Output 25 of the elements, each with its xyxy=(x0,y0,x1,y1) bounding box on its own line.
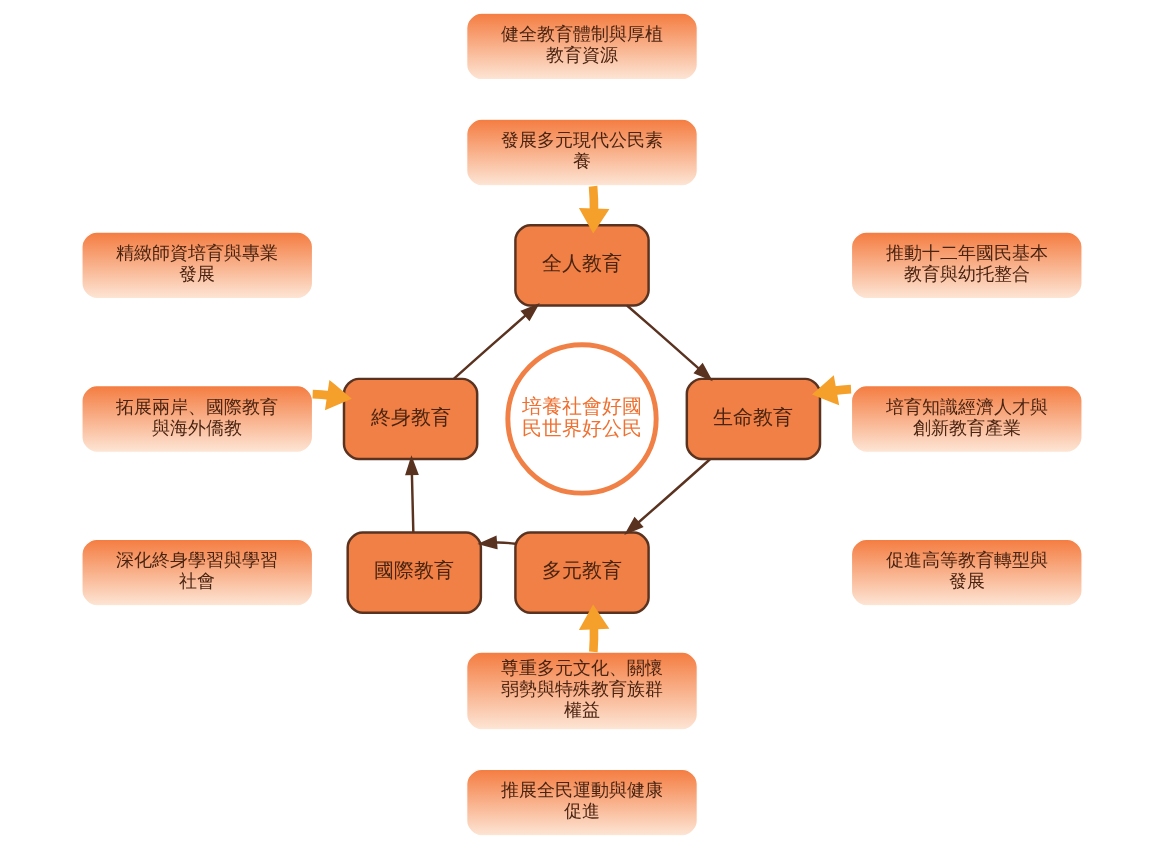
arrow xyxy=(476,535,516,550)
arrow xyxy=(404,455,419,533)
arrow xyxy=(623,458,711,535)
node-box: 多元教育 xyxy=(513,531,650,614)
node-box: 健全教育體制與厚植教育資源 xyxy=(465,12,698,81)
node-circle: 培養社會好國民世界好公民 xyxy=(504,342,659,496)
node-box: 終身教育 xyxy=(342,377,478,461)
node-box: 國際教育 xyxy=(345,531,482,614)
node-box: 拓展兩岸、國際教育與海外僑教 xyxy=(80,385,313,453)
arrow xyxy=(625,304,713,382)
node-box: 培育知識經濟人才與創新教育產業 xyxy=(850,385,1083,453)
arrow xyxy=(578,604,609,653)
arrow xyxy=(311,379,352,411)
node-box: 發展多元現代公民素養 xyxy=(465,118,698,187)
node-box: 尊重多元文化、關懷弱勢與特殊教育族群權益 xyxy=(465,651,698,731)
node-box: 推展全民運動與健康促進 xyxy=(465,768,698,837)
node-box: 促進高等教育轉型與發展 xyxy=(850,538,1083,607)
node-box: 推動十二年國民基本教育與幼托整合 xyxy=(850,231,1083,300)
node-box: 精緻師資培育與專業發展 xyxy=(80,231,313,300)
node-box: 深化終身學習與學習社會 xyxy=(80,538,313,607)
node-box: 生命教育 xyxy=(685,377,821,461)
arrow xyxy=(452,303,540,380)
arrow xyxy=(811,375,851,406)
arrow xyxy=(578,185,609,234)
node-box: 全人教育 xyxy=(513,224,650,307)
